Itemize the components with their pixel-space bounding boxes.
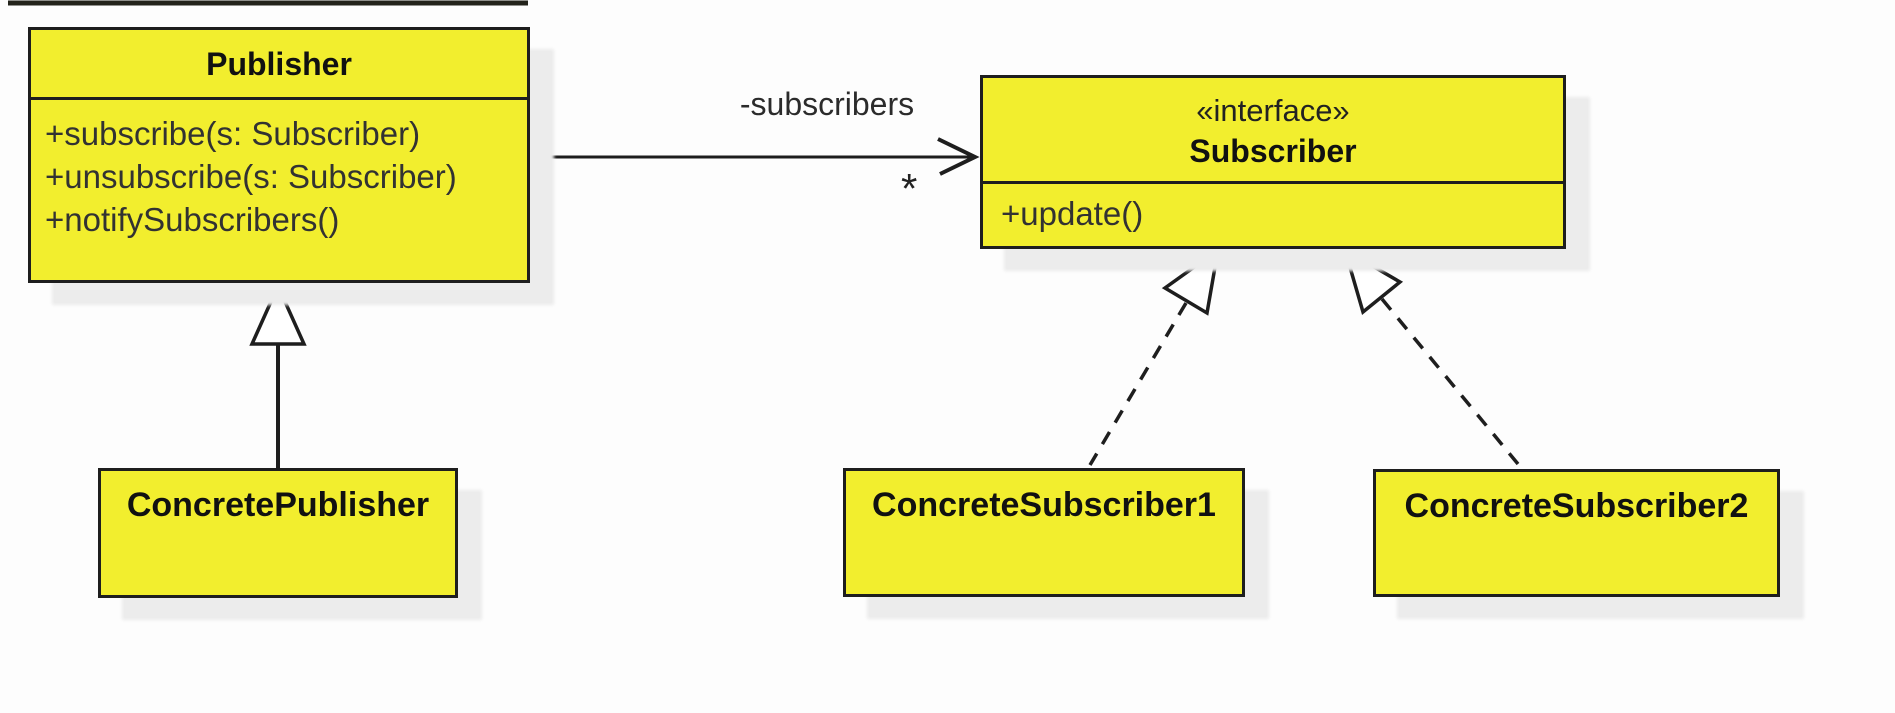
- method-item: +subscribe(s: Subscriber): [45, 115, 421, 152]
- method-item: +notifySubscribers(): [45, 201, 340, 238]
- hollow-triangle-icon: [249, 281, 307, 346]
- class-name: Publisher: [206, 45, 352, 82]
- class-publisher-title-compartment: Publisher: [31, 30, 527, 100]
- class-name: ConcretePublisher: [126, 486, 430, 524]
- class-subscriber-interface: «interface» Subscriber +update(): [980, 75, 1566, 249]
- class-subscriber-methods-compartment: +update(): [983, 184, 1563, 235]
- association-role-label: -subscribers: [739, 86, 915, 122]
- generalization-arrow: [249, 281, 307, 468]
- realization-arrow-2: [1342, 246, 1520, 466]
- hollow-triangle-icon: [1342, 246, 1404, 316]
- class-concrete-subscriber1: ConcreteSubscriber1: [843, 468, 1245, 597]
- class-concrete-publisher: ConcretePublisher: [98, 468, 458, 598]
- class-subscriber-title-compartment: «interface» Subscriber: [983, 78, 1563, 184]
- class-publisher: Publisher +subscribe(s: Subscriber) +uns…: [28, 27, 530, 283]
- class-name: ConcreteSubscriber1: [872, 486, 1216, 524]
- class-name: ConcreteSubscriber2: [1404, 487, 1749, 525]
- class-publisher-methods-compartment: +subscribe(s: Subscriber) +unsubscribe(s…: [31, 100, 527, 241]
- class-name: Subscriber: [1189, 132, 1357, 169]
- method-item: +unsubscribe(s: Subscriber): [45, 158, 457, 195]
- stereotype-label: «interface»: [1196, 92, 1350, 128]
- association-multiplicity-label: *: [901, 165, 918, 212]
- realization-arrow-1: [1088, 246, 1221, 466]
- class-concrete-subscriber2: ConcreteSubscriber2: [1373, 469, 1780, 597]
- hollow-triangle-icon: [1161, 246, 1221, 316]
- open-arrowhead-icon: [937, 137, 980, 176]
- association-arrow: [530, 137, 980, 176]
- method-item: +update(): [1001, 195, 1144, 232]
